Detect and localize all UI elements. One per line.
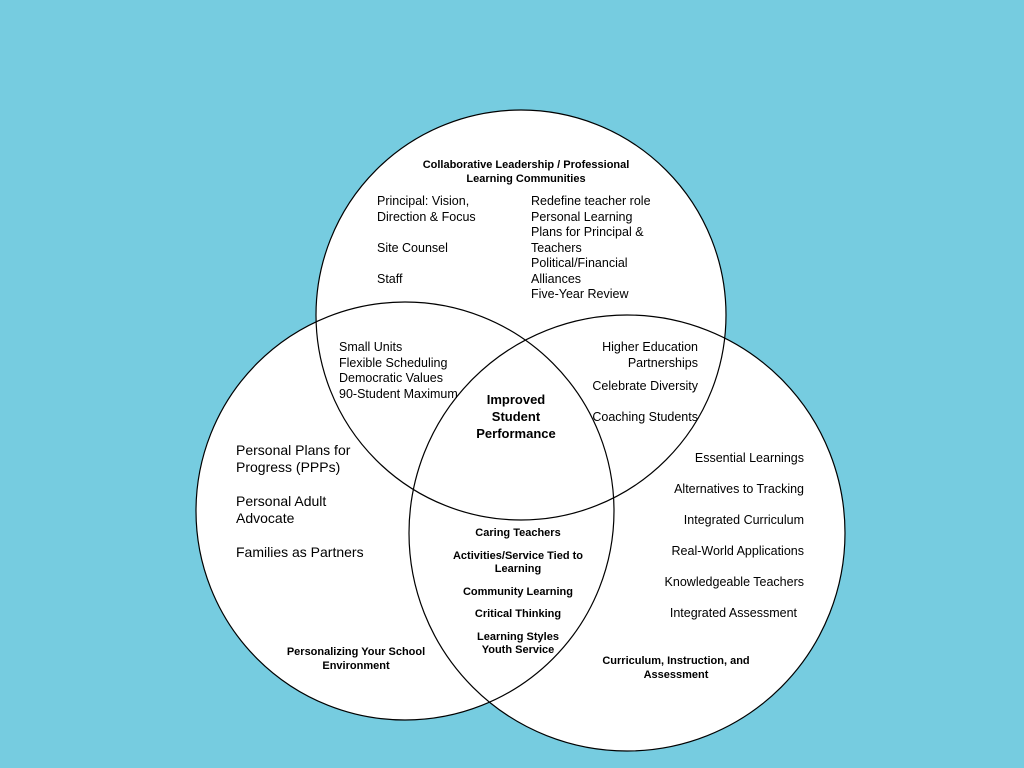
top-left-overlap-text: Small Units Flexible Scheduling Democrat…: [339, 340, 458, 401]
list-item: Site Counsel: [377, 240, 448, 255]
bottom-overlap-list: Caring Teachers Activities/Service Tied …: [438, 527, 598, 667]
left-circle-list: Personal Plans for Progress (PPPs) Perso…: [236, 442, 406, 578]
list-item: Celebrate Diversity: [592, 379, 698, 393]
top-circle-right-text: Redefine teacher role Personal Learning …: [531, 194, 651, 301]
list-item: Principal: Vision, Direction & Focus: [377, 194, 476, 224]
top-right-overlap-list: Higher Education Partnerships Celebrate …: [568, 340, 698, 425]
list-item: Integrated Assessment: [669, 605, 797, 620]
right-circle-list: Essential Learnings Alternatives to Trac…: [630, 451, 804, 621]
list-item: Higher Education Partnerships: [602, 340, 698, 370]
right-circle: [408, 314, 846, 752]
list-item: Learning Styles Youth Service: [477, 630, 559, 657]
list-item: Coaching Students: [592, 409, 698, 424]
list-item: Personal Adult Advocate: [236, 493, 327, 526]
list-item: Essential Learnings: [694, 451, 804, 465]
left-circle-title: Personalizing Your School Environment: [286, 646, 426, 672]
top-circle-title: Collaborative Leadership / Professional …: [422, 159, 630, 185]
list-item: Critical Thinking: [474, 608, 562, 620]
list-item: Real-World Applications: [671, 543, 804, 558]
list-item: Staff: [377, 271, 403, 286]
left-circle: [195, 301, 615, 721]
list-item: Community Learning: [462, 585, 573, 598]
list-item: Alternatives to Tracking: [674, 482, 804, 496]
list-item: Personal Plans for Progress (PPPs): [236, 442, 351, 475]
list-item: Integrated Curriculum: [683, 513, 804, 527]
top-circle-left-list: Principal: Vision, Direction & Focus Sit…: [377, 194, 517, 303]
center-label: Improved Student Performance: [476, 392, 556, 441]
list-item: Families as Partners: [236, 544, 364, 560]
list-item: Activities/Service Tied to Learning: [452, 549, 584, 576]
list-item: Caring Teachers: [475, 527, 561, 539]
top-circle: [315, 109, 727, 521]
list-item: Knowledgeable Teachers: [664, 574, 804, 589]
right-circle-title: Curriculum, Instruction, and Assessment: [602, 655, 750, 681]
right-circle-fill: [409, 315, 845, 751]
